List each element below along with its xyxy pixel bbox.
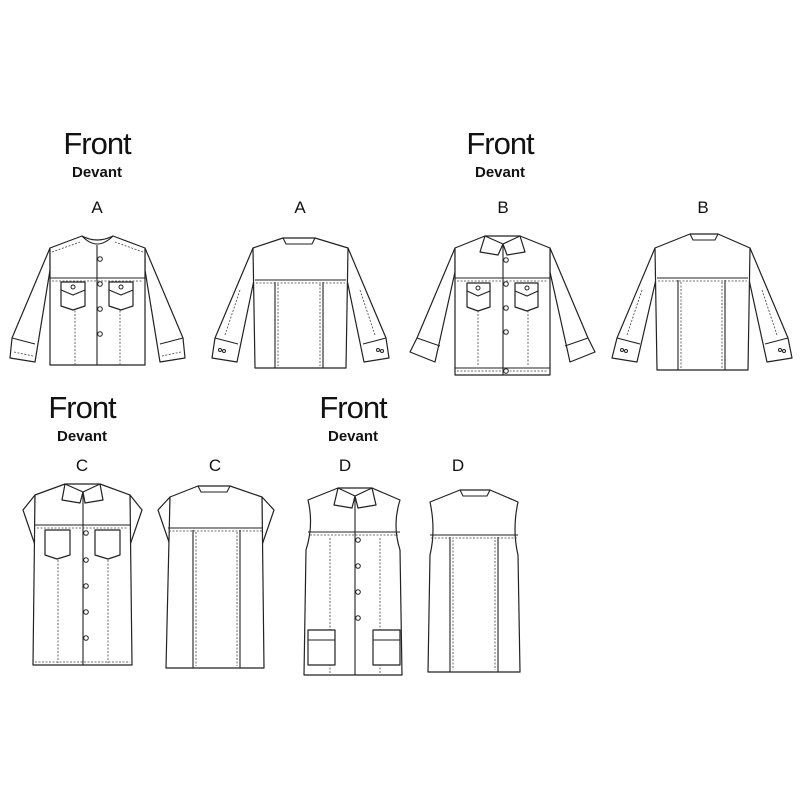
subheading-devant-a: Devant	[71, 164, 123, 181]
garment-c-front	[22, 483, 143, 666]
garment-c-back	[157, 485, 275, 669]
garment-a-front	[9, 235, 186, 366]
garment-b-back	[611, 233, 793, 371]
garment-a-back	[211, 237, 390, 369]
garment-b-front	[409, 235, 596, 376]
heading-front-b: Front	[466, 126, 534, 161]
view-label-d-back: D	[451, 456, 465, 475]
subheading-devant-b: Devant	[474, 164, 526, 181]
view-label-d-front: D	[338, 456, 352, 475]
subheading-devant-c: Devant	[56, 428, 108, 445]
view-label-a-back: A	[294, 198, 306, 217]
subheading-devant-d: Devant	[327, 428, 379, 445]
view-label-b-back: B	[697, 198, 709, 217]
garment-d-front	[303, 487, 403, 676]
view-label-c-front: C	[75, 456, 89, 475]
heading-front-d: Front	[319, 390, 387, 425]
view-label-a-front: A	[91, 198, 103, 217]
garment-d-back	[427, 489, 521, 673]
heading-front-c: Front	[48, 390, 116, 425]
view-label-c-back: C	[208, 456, 222, 475]
heading-front-a: Front	[63, 126, 131, 161]
view-label-b-front: B	[497, 198, 509, 217]
